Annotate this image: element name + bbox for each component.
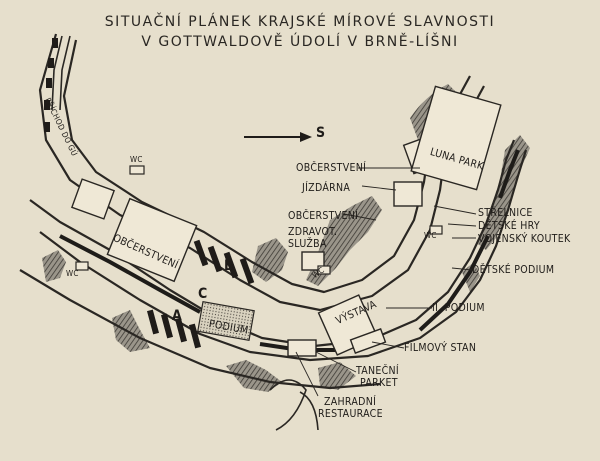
- label-ii-podium: II. PODIUM: [432, 302, 485, 314]
- label-obcerstveni-mid: OBČERSTVENÍ: [288, 210, 359, 222]
- label-zahradni-2: RESTAURACE: [318, 408, 383, 420]
- road-bottom-edge: [39, 149, 528, 362]
- block-filmovy: [349, 328, 387, 354]
- label-zahradni-1: ZAHRADNÍ: [324, 396, 377, 408]
- label-zone-b: B: [224, 258, 234, 274]
- label-jizdarna: JÍZDÁRNA: [302, 182, 351, 194]
- forest-mid-river: [306, 196, 382, 286]
- forest-bottom-mid: [318, 362, 356, 390]
- label-zdravot-1: ZDRAVOT.: [288, 226, 338, 238]
- entrance-path: [51, 35, 71, 111]
- block-jizdarna: [393, 181, 423, 207]
- north-arrow: [244, 132, 312, 142]
- forest-bottom-left: [112, 310, 150, 352]
- map-title-line-1: SITUAČNÍ PLÁNEK KRAJSKÉ MÍROVÉ SLAVNOSTI: [104, 14, 496, 30]
- leader-lines: [295, 167, 477, 397]
- compass-north-label: S: [316, 125, 326, 141]
- label-wc-top: WC: [130, 155, 143, 164]
- label-detske-podium: DĚTSKÉ PODIUM: [472, 264, 555, 276]
- road-far-edge: [19, 269, 381, 390]
- entrance-markers: [44, 38, 58, 132]
- block-luna-park: [410, 85, 502, 191]
- label-obcerstveni-top: OBČERSTVENÍ: [296, 162, 367, 174]
- label-strelnice: STŘELNICE: [478, 207, 533, 219]
- label-wc-right: WC: [424, 231, 437, 240]
- block-tanecni: [287, 339, 317, 357]
- bottom-loop: [269, 379, 319, 431]
- label-zone-c: C: [198, 286, 208, 302]
- zone-blocks: [146, 239, 255, 349]
- forest-left-mid: [252, 238, 288, 282]
- wc-huts: [75, 165, 443, 275]
- label-zdravot-2: SLUŽBA: [288, 238, 327, 250]
- podium-area: [197, 301, 255, 341]
- forest-left: [42, 250, 66, 282]
- block-left-obcerstveni: [106, 197, 198, 283]
- label-filmovy-stan: FILMOVÝ STAN: [404, 342, 477, 354]
- forest-bottom: [226, 360, 282, 392]
- label-detske-hry: DĚTSKÉ HRY: [478, 220, 540, 232]
- buildings: [70, 85, 502, 357]
- label-zone-a: A: [172, 308, 183, 324]
- map-title-line-2: V GOTTWALDOVĚ ÚDOLÍ V BRNĚ-LÍŠNI: [141, 34, 459, 50]
- label-tanecni-2: PARKET: [360, 377, 398, 389]
- label-wc-left: WC: [66, 269, 79, 278]
- label-vojensky-koutek: VOJENSKÝ KOUTEK: [478, 233, 571, 245]
- label-tanecni-1: TANEČNÍ: [356, 365, 399, 377]
- block-left-top: [70, 178, 116, 220]
